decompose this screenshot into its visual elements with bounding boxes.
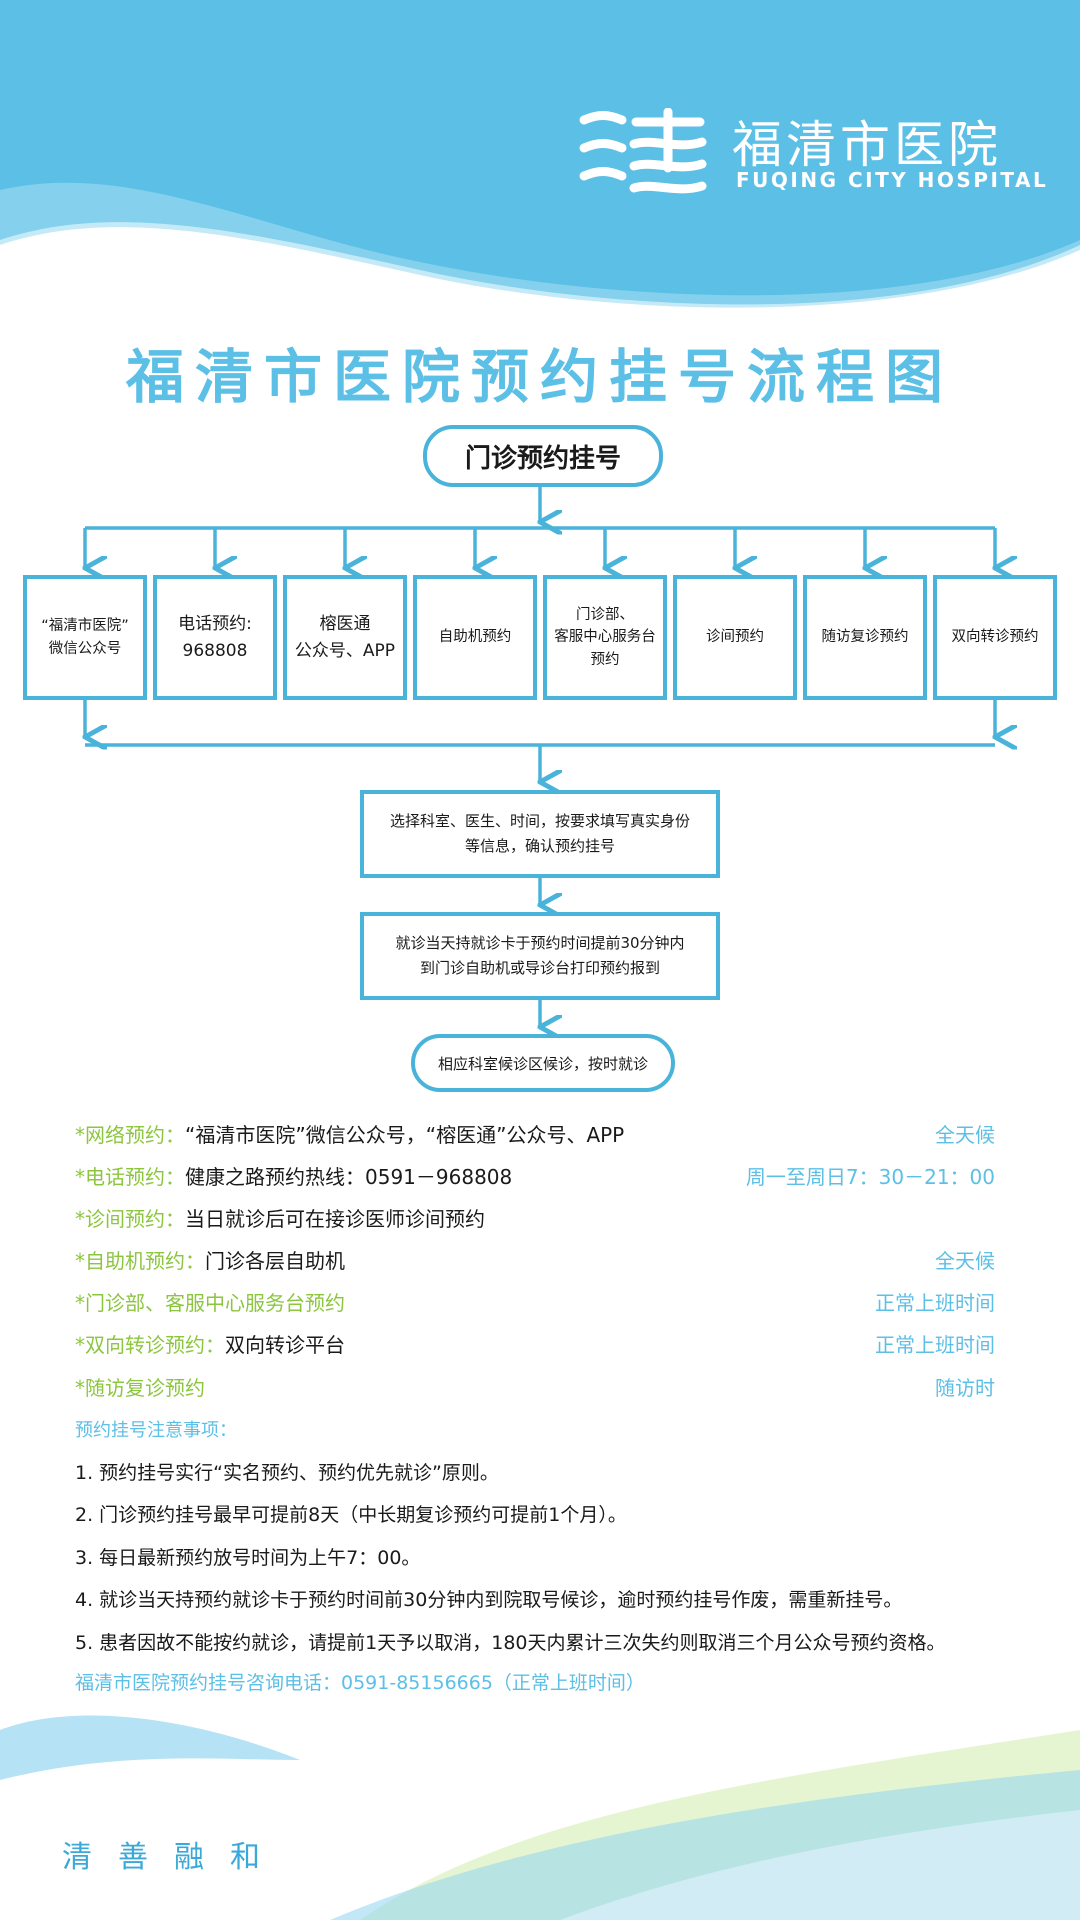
method-label: *随访复诊预约: [75, 1376, 205, 1400]
channel-line: 榕医通: [319, 614, 371, 635]
method-text: “福清市医院”微信公众号，“榕医通”公众号、APP: [185, 1123, 625, 1147]
method-hours: 正常上班时间: [875, 1333, 995, 1357]
channel-line: 客服中心服务台: [554, 629, 656, 646]
note-item: 4. 就诊当天持预约就诊卡于预约时间前30分钟内到院取号候诊，逾时预约挂号作废，…: [75, 1589, 903, 1611]
channel-line: 电话预约:: [178, 614, 252, 635]
method-hours: 周一至周日7：30－21：00: [745, 1165, 995, 1189]
step-line: 等信息，确认预约挂号: [464, 837, 615, 855]
method-label: *网络预约：: [75, 1123, 185, 1147]
channel-line: 随访复诊预约: [821, 629, 909, 646]
channel-line: 自助机预约: [438, 629, 512, 646]
flow-step-confirm: 选择科室、医生、时间，按要求填写真实身份等信息，确认预约挂号: [360, 790, 720, 878]
method-label: *电话预约：: [75, 1165, 185, 1189]
channel-rongyitong: 榕医通公众号、APP: [283, 575, 407, 700]
method-row-clinic: *诊间预约：当日就诊后可在接诊医师诊间预约: [75, 1203, 995, 1237]
channel-follow-up: 随访复诊预约: [803, 575, 927, 700]
flow-step-checkin: 就诊当天持就诊卡于预约时间提前30分钟内到门诊自助机或导诊台打印预约报到: [360, 912, 720, 1000]
channel-line: “福清市医院”: [41, 618, 129, 635]
method-row-phone: *电话预约：健康之路预约热线：0591－968808 周一至周日7：30－21：0…: [75, 1161, 995, 1195]
logo-english-name: FUQING CITY HOSPITAL: [736, 168, 1049, 192]
page-title: 福清市医院预约挂号流程图: [125, 343, 954, 411]
channel-phone: 电话预约: 968808: [153, 575, 277, 700]
method-text: 当日就诊后可在接诊医师诊间预约: [185, 1207, 485, 1231]
consult-hotline: 福清市医院预约挂号咨询电话：0591-85156665（正常上班时间）: [75, 1672, 645, 1694]
method-row-desk: *门诊部、客服中心服务台预约 正常上班时间: [75, 1287, 995, 1321]
method-label: *双向转诊预约：: [75, 1333, 225, 1357]
method-text: 双向转诊平台: [225, 1333, 345, 1357]
note-item: 2. 门诊预约挂号最早可提前8天（中长期复诊预约可提前1个月）。: [75, 1504, 627, 1526]
notes-title: 预约挂号注意事项：: [75, 1420, 237, 1441]
method-row-online: *网络预约：“福清市医院”微信公众号，“榕医通”公众号、APP 全天候: [75, 1119, 995, 1153]
channel-referral: 双向转诊预约: [933, 575, 1057, 700]
channel-line: 预约: [590, 651, 620, 668]
note-item: 1. 预约挂号实行“实名预约、预约优先就诊”原则。: [75, 1462, 499, 1484]
method-row-referral: *双向转诊预约：双向转诊平台 正常上班时间: [75, 1329, 995, 1363]
flow-start-node: 门诊预约挂号: [423, 425, 663, 487]
note-item: 3. 每日最新预约放号时间为上午7：00。: [75, 1547, 421, 1569]
method-hours: 全天候: [935, 1123, 995, 1147]
method-hours: 全天候: [935, 1249, 995, 1273]
method-text: 门诊各层自助机: [205, 1249, 345, 1273]
channel-line: 公众号、APP: [294, 640, 396, 661]
footer-waves: [0, 1715, 1080, 1920]
hospital-slogan: 清善融和: [62, 1840, 286, 1875]
flow-end-node: 相应科室候诊区候诊，按时就诊: [411, 1034, 675, 1092]
channel-wechat: “福清市医院” 微信公众号: [23, 575, 147, 700]
flow-connectors: [0, 483, 1080, 1100]
method-label: *诊间预约：: [75, 1207, 185, 1231]
channel-line: 诊间预约: [706, 629, 764, 646]
channel-clinic-room: 诊间预约: [673, 575, 797, 700]
note-item: 5. 患者因故不能按约就诊，请提前1天予以取消，180天内累计三次失约则取消三个…: [75, 1632, 946, 1654]
method-row-kiosk: *自助机预约：门诊各层自助机 全天候: [75, 1245, 995, 1279]
logo-chinese-name: 福清市医院: [732, 116, 1002, 174]
header-background: [0, 0, 1080, 330]
channel-line: 门诊部、: [576, 606, 634, 623]
channel-service-desk: 门诊部、客服中心服务台预约: [543, 575, 667, 700]
method-hours: 随访时: [935, 1376, 995, 1400]
method-text: 健康之路预约热线：0591－968808: [185, 1165, 513, 1189]
channel-line: 968808: [182, 640, 248, 661]
channel-kiosk: 自助机预约: [413, 575, 537, 700]
method-hours: 正常上班时间: [875, 1291, 995, 1315]
method-label: *门诊部、客服中心服务台预约: [75, 1291, 345, 1315]
channel-line: 微信公众号: [48, 640, 122, 657]
hospital-logo-icon: [579, 108, 707, 194]
step-line: 就诊当天持就诊卡于预约时间提前30分钟内: [395, 933, 685, 952]
channel-line: 双向转诊预约: [951, 629, 1039, 646]
method-label: *自助机预约：: [75, 1249, 205, 1273]
method-row-followup: *随访复诊预约 随访时: [75, 1372, 995, 1406]
step-line: 选择科室、医生、时间，按要求填写真实身份: [389, 811, 690, 830]
step-line: 到门诊自助机或导诊台打印预约报到: [419, 959, 660, 977]
